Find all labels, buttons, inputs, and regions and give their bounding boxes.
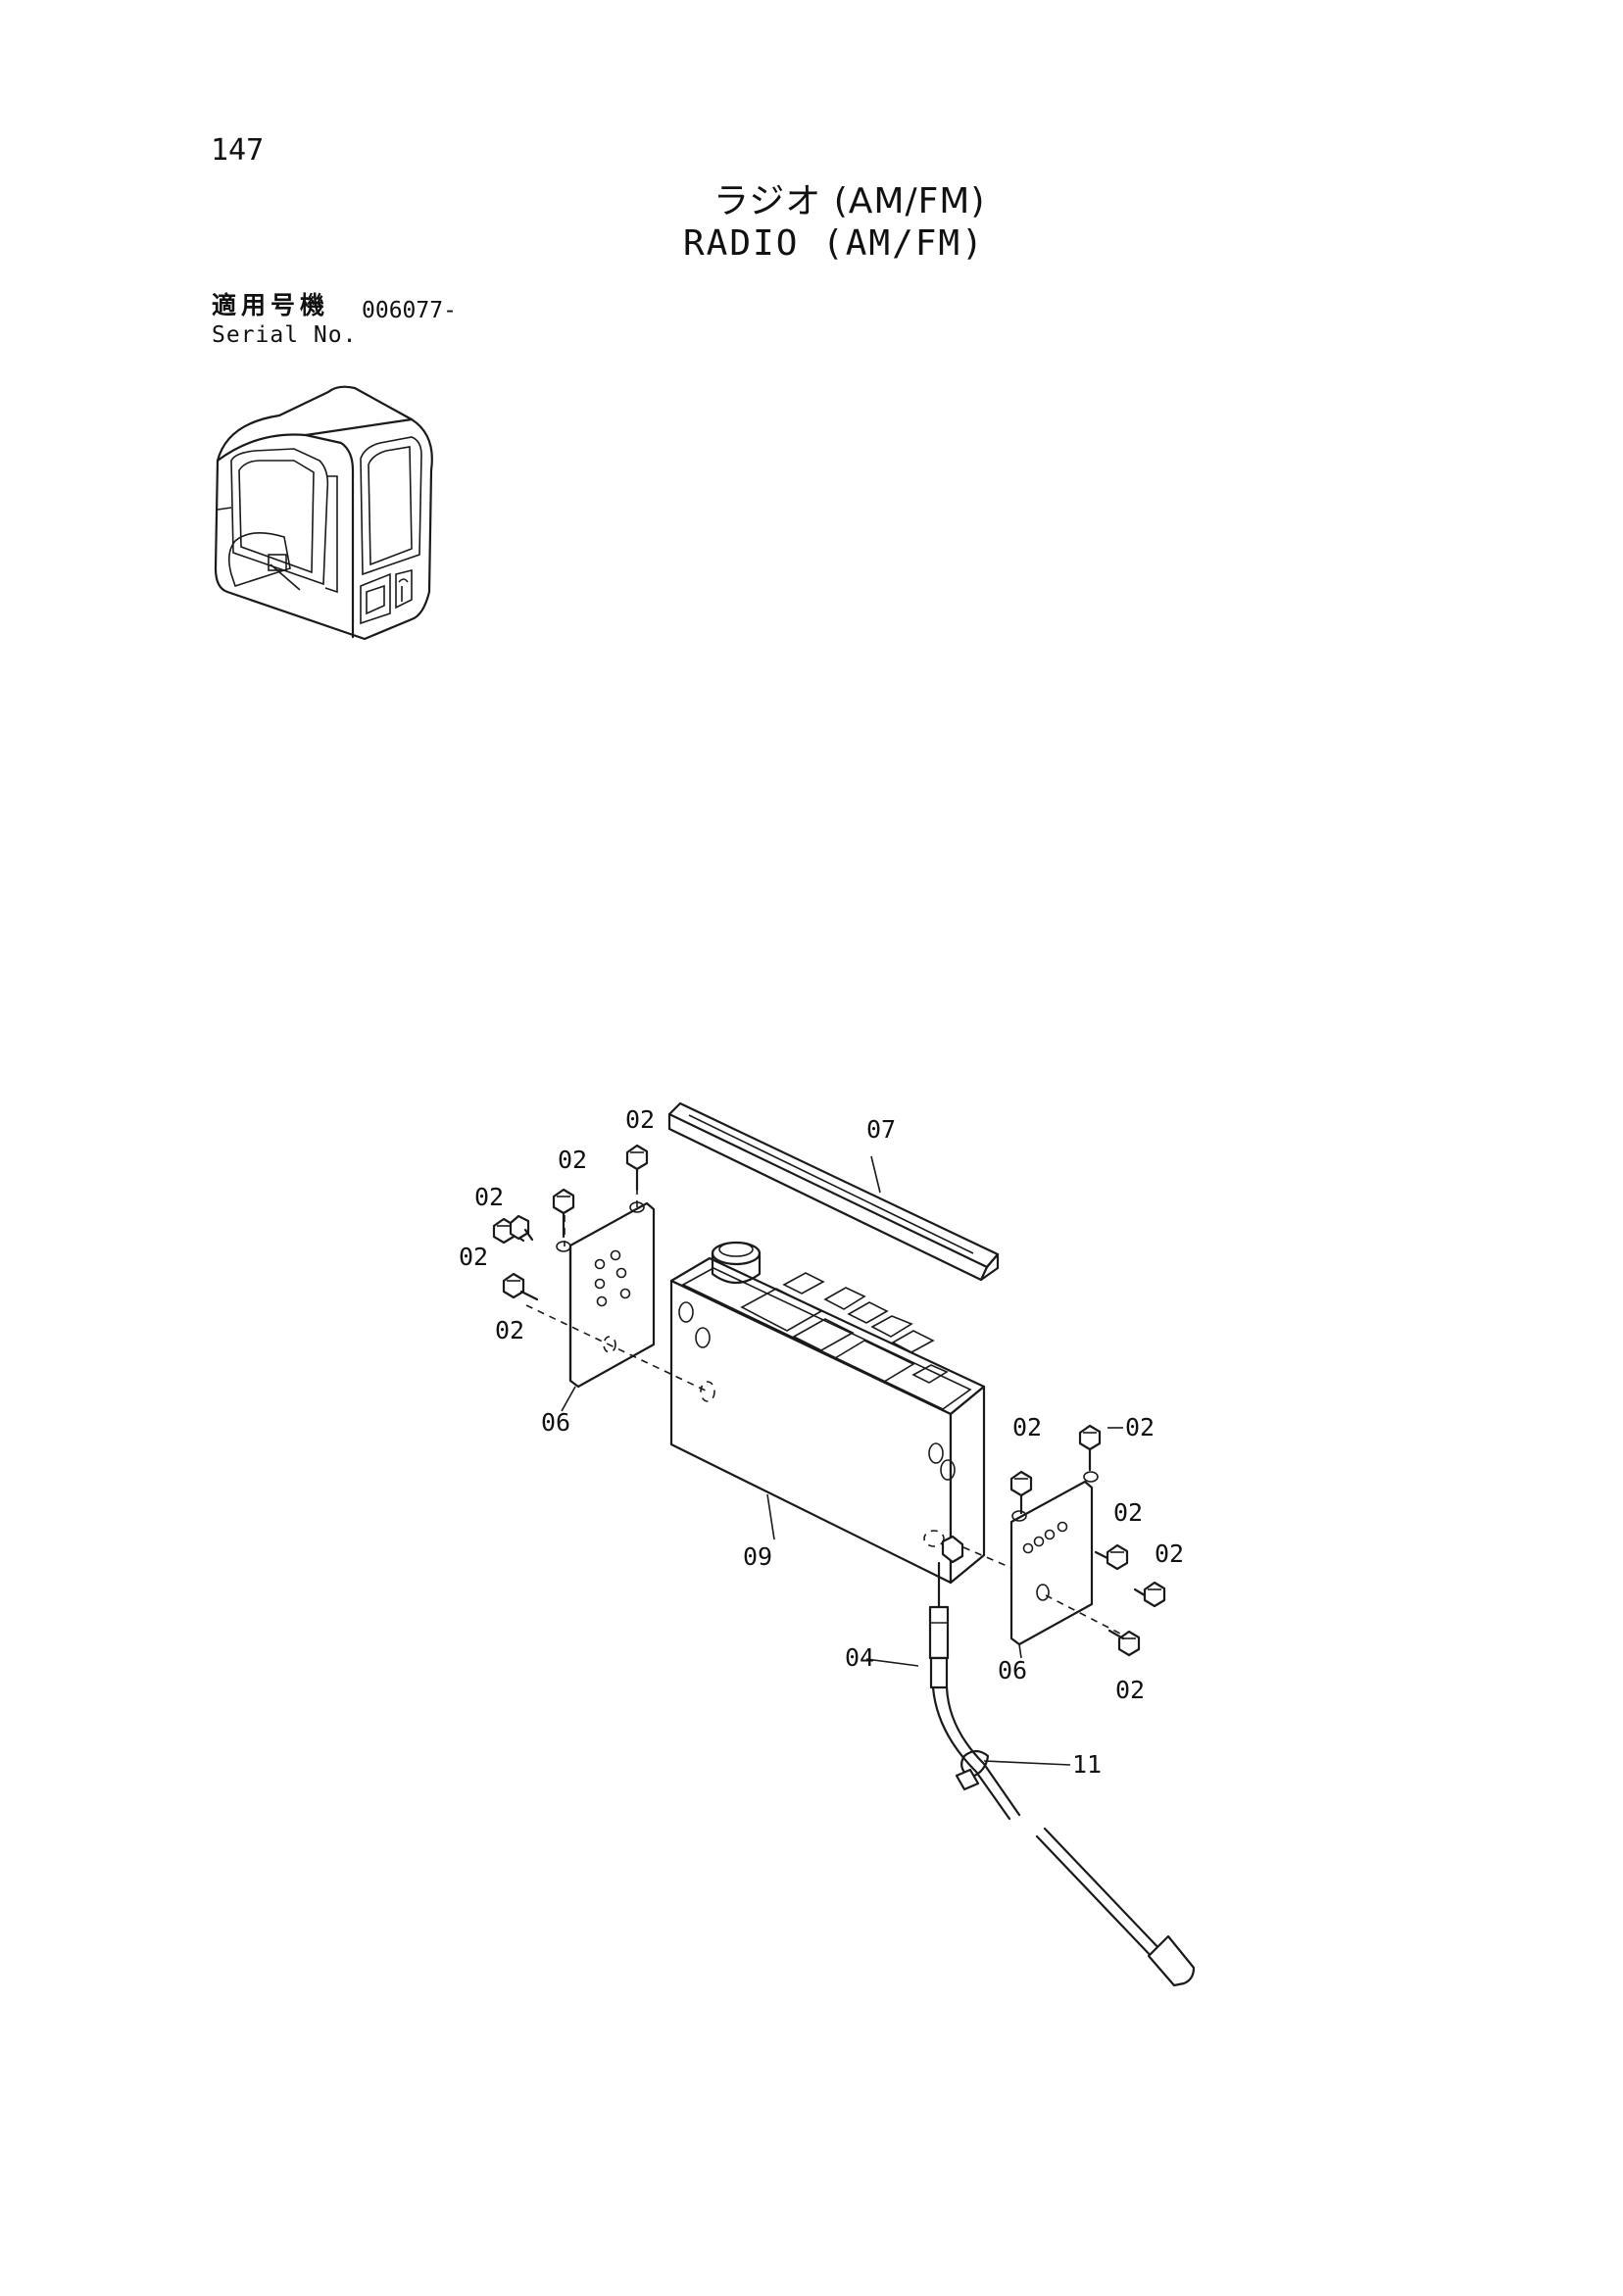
callout-screw-h: 02 [1113, 1498, 1143, 1527]
screw-f-icon [1009, 1470, 1033, 1515]
callout-bracket-left: 06 [541, 1408, 570, 1437]
tray-part-07 [667, 1101, 1000, 1282]
bracket-right-part-06 [962, 1471, 1123, 1659]
screw-g-icon [1078, 1424, 1102, 1472]
screw-i-icon [1133, 1581, 1166, 1608]
callout-screw-d: 02 [625, 1105, 655, 1134]
callout-screw-a: 02 [474, 1183, 504, 1211]
bracket-left-part-06 [525, 1188, 709, 1412]
serial-label-english: Serial No. [212, 322, 358, 348]
screw-j-icon [1107, 1629, 1141, 1657]
screw-c-icon [552, 1188, 575, 1239]
serial-label-japanese: 適用号機 [212, 291, 330, 319]
callout-screw-j: 02 [1115, 1676, 1145, 1704]
callout-tray: 07 [866, 1115, 896, 1144]
screw-group [492, 1144, 1166, 1657]
antenna-part-04 [928, 1561, 1196, 1987]
callout-screw-i: 02 [1155, 1539, 1184, 1568]
screw-b-icon [509, 1214, 534, 1242]
page-title-english: RADIO (AM/FM) [683, 223, 985, 264]
callout-screw-e: 02 [495, 1316, 524, 1344]
leader-lines [865, 1155, 1123, 1667]
page-title-japanese: ラジオ (AM/FM) [713, 181, 986, 221]
screw-d-icon [625, 1144, 649, 1192]
cab-location-thumbnail [214, 385, 433, 641]
callout-antenna: 04 [845, 1643, 874, 1672]
screw-e-icon [502, 1272, 539, 1301]
page-number: 147 [211, 133, 265, 168]
callout-screw-g: 02 [1125, 1413, 1155, 1441]
callout-screw-b: 02 [459, 1243, 488, 1271]
radio-unit-part-09 [669, 1241, 986, 1585]
callout-screw-c: 02 [558, 1146, 587, 1174]
callout-labels: 02 02 02 02 02 02 02 02 02 02 06 06 07 0… [459, 1105, 1184, 1779]
callout-radio: 09 [743, 1542, 772, 1571]
serial-number-value: 006077- [362, 298, 457, 323]
callout-bracket-right: 06 [998, 1656, 1027, 1685]
clamp-part-11 [955, 1749, 1071, 1791]
callout-screw-f: 02 [1012, 1413, 1042, 1441]
screw-h-icon [1094, 1543, 1129, 1571]
callout-clamp: 11 [1072, 1750, 1102, 1779]
